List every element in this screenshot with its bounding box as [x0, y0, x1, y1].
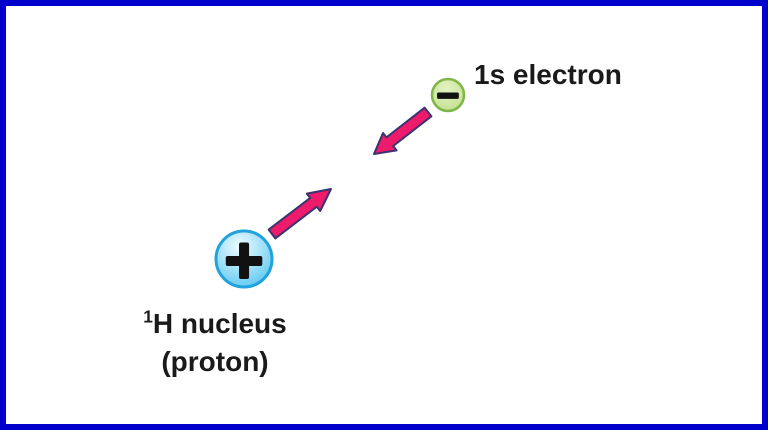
proton-label-element: H nucleus — [152, 308, 287, 339]
proton-label: 1H nucleus (proton) — [125, 305, 305, 381]
proton-charge-plus-symbol: + — [222, 230, 266, 290]
proton-label-line2: (proton) — [161, 346, 269, 377]
proton-label-line1: 1H nucleus — [125, 305, 305, 343]
attraction-arrow-from-proton — [267, 188, 332, 240]
electron-particle: − — [430, 77, 466, 115]
proton-particle: + — [214, 228, 274, 292]
isotope-mass-superscript: 1 — [143, 306, 153, 327]
attraction-arrow-from-electron — [373, 106, 433, 155]
electron-label: 1s electron — [474, 59, 622, 90]
electron-circle — [430, 77, 466, 113]
proton-circle — [214, 229, 274, 289]
electron-charge-minus-symbol: − — [435, 78, 460, 113]
